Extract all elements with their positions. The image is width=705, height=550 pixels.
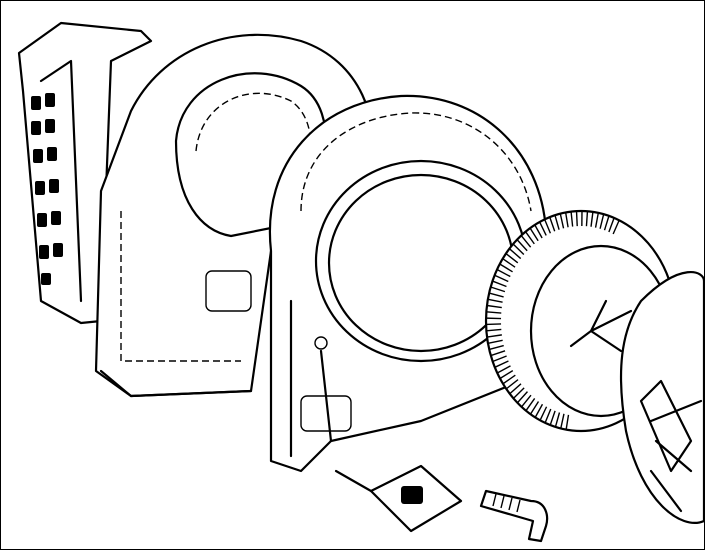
fan-fin [590, 211, 594, 227]
fan-fin [490, 350, 506, 357]
fan-fin [543, 219, 552, 234]
fan-fin [509, 383, 522, 395]
fan-fin [554, 412, 561, 428]
fan-fin [594, 212, 600, 228]
fan-fin [585, 211, 589, 227]
fan-fin [603, 215, 610, 231]
fan-fin [505, 253, 519, 264]
fan-fin [502, 374, 516, 385]
fan-fin [490, 286, 506, 293]
fan-fin [599, 214, 605, 229]
fan-fin [534, 224, 543, 239]
fan-fin [496, 268, 511, 278]
fan-fin [488, 292, 504, 298]
fan-fin [499, 263, 513, 273]
fan-fin [521, 394, 532, 408]
fan-fin [608, 217, 615, 233]
duct-hose [479, 489, 549, 543]
fan-fin [508, 248, 522, 260]
fan-fin [489, 344, 504, 351]
fan-fin [565, 414, 570, 430]
fan-fin [496, 365, 511, 374]
fan-fin [516, 391, 528, 404]
fan-fin [534, 403, 544, 418]
fan-fin [512, 387, 525, 399]
fan-fin [529, 227, 539, 242]
heater-case [17, 21, 153, 325]
fan-fin [505, 379, 519, 390]
fan-fin [487, 339, 503, 344]
fan-fin [612, 219, 620, 235]
blower-ring [268, 94, 548, 473]
fan-fin [525, 398, 536, 412]
fan-fin [549, 216, 556, 232]
fan-fin [575, 211, 578, 227]
fan-fin [516, 239, 528, 252]
fan-fin [520, 235, 532, 248]
fan-fin [486, 311, 502, 314]
fan-fin [499, 370, 514, 380]
fan-fin [494, 360, 509, 368]
fan-fin [564, 212, 569, 228]
fan-fin [486, 328, 502, 332]
fan-fin [492, 280, 507, 288]
fan-fin [494, 274, 509, 283]
fan-fin [539, 406, 548, 421]
fan-fin [492, 355, 507, 363]
fan-fin [486, 304, 502, 309]
blower-motor [619, 271, 704, 524]
fan-fin [554, 215, 560, 230]
fan-fin [486, 334, 502, 338]
fan-fin [529, 401, 540, 415]
fan-fin [502, 258, 516, 268]
fan-fin [560, 413, 565, 429]
fan-fin [559, 213, 565, 229]
fan-fin [524, 231, 535, 245]
fan-fin [487, 298, 503, 303]
fan-fin [570, 211, 574, 227]
fan-fin [544, 408, 552, 424]
fan-fin [539, 221, 547, 236]
fan-fin [549, 410, 556, 426]
blower-resistor [334, 464, 463, 533]
fan-fin [512, 243, 525, 256]
